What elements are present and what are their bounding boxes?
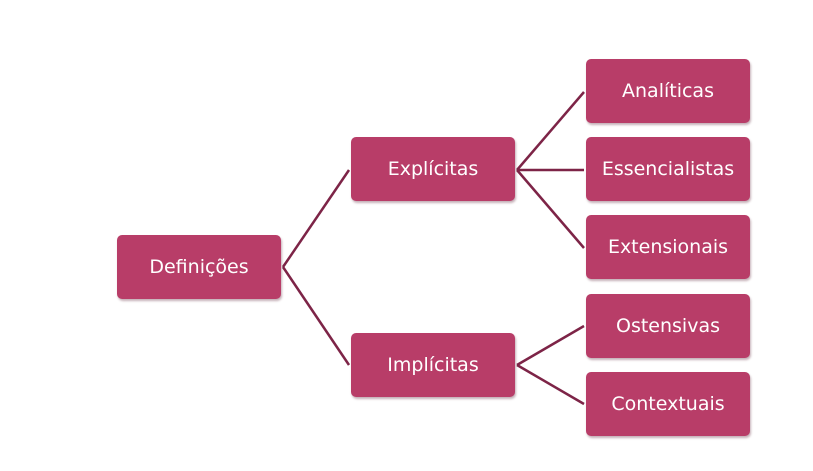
node-ostensivas-label: Ostensivas <box>616 315 720 337</box>
node-analiticas-label: Analíticas <box>622 80 714 102</box>
node-analiticas: Analíticas <box>586 59 750 123</box>
node-implicitas-label: Implícitas <box>387 354 479 376</box>
connector-explicitas-analiticas <box>516 91 585 171</box>
node-essencialistas: Essencialistas <box>586 137 750 201</box>
connector-implicitas-ostensivas <box>516 324 585 367</box>
node-explicitas: Explícitas <box>351 137 515 201</box>
node-implicitas: Implícitas <box>351 333 515 397</box>
node-definicoes-label: Definições <box>149 256 249 278</box>
connector-root-implicitas <box>281 266 351 366</box>
node-contextuais: Contextuais <box>586 372 750 436</box>
connector-implicitas-contextuais <box>516 363 585 406</box>
node-essencialistas-label: Essencialistas <box>601 158 735 180</box>
node-explicitas-label: Explícitas <box>387 158 479 180</box>
node-contextuais-label: Contextuais <box>611 393 725 415</box>
node-extensionais-label: Extensionais <box>607 236 729 258</box>
node-definicoes: Definições <box>117 235 281 299</box>
connector-explicitas-extensionais <box>516 169 585 249</box>
node-ostensivas: Ostensivas <box>586 294 750 358</box>
connector-root-explicitas <box>281 169 351 268</box>
node-extensionais: Extensionais <box>586 215 750 279</box>
